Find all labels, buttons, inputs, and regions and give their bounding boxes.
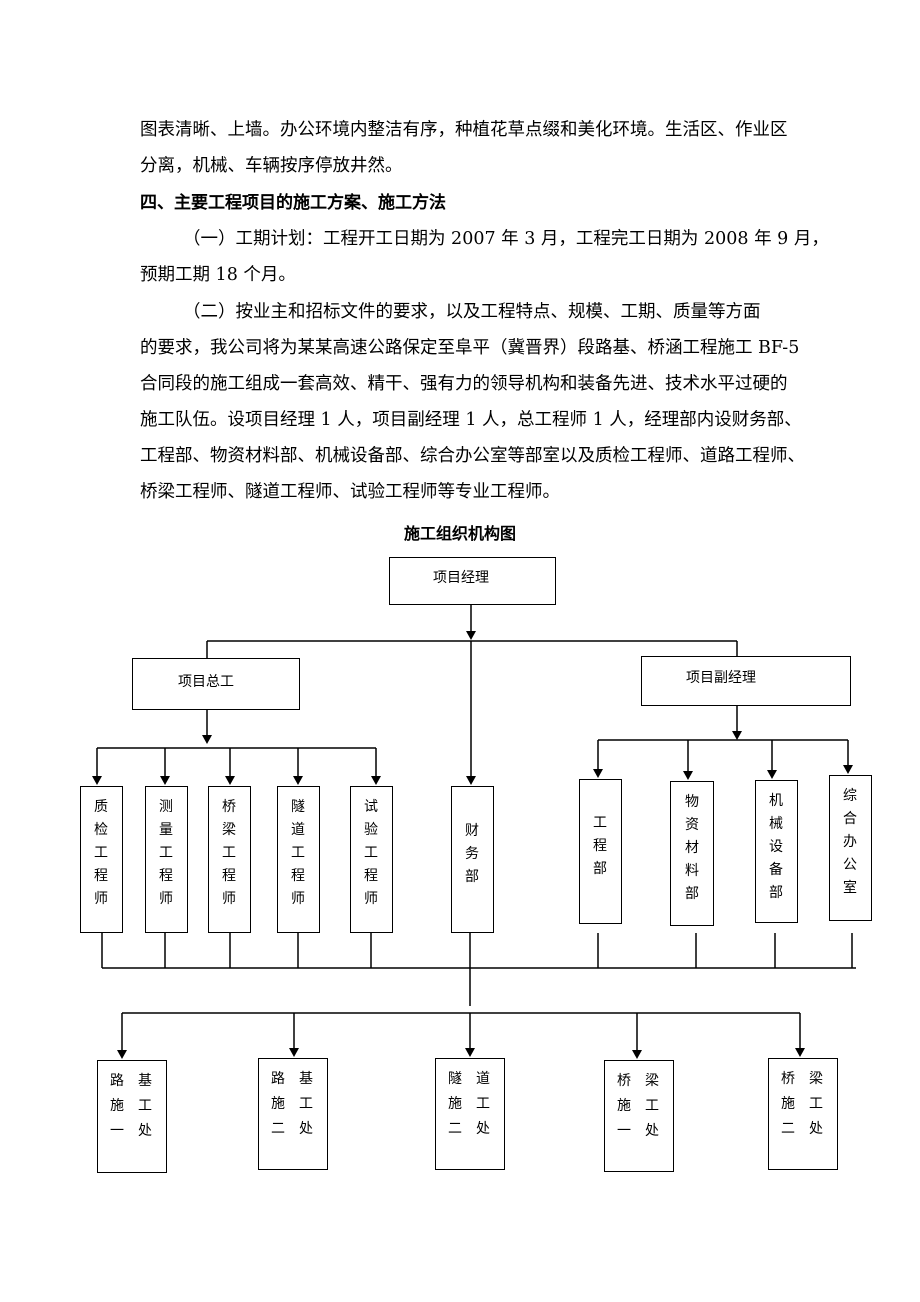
survey-engineer-box: 测量工程师 — [145, 786, 188, 933]
tunnel-engineer-label: 隧道工程师 — [291, 799, 305, 907]
general-office-box: 综合办公室 — [829, 775, 872, 921]
engineering-dept-box: 工程部 — [579, 779, 622, 924]
construction-unit-box: 隧 道 施 工 二 处 — [435, 1058, 505, 1170]
construction-unit-label: 隧 道 施 工 二 处 — [448, 1071, 490, 1137]
finance-dept-box: 财务部 — [451, 786, 494, 933]
construction-unit-box: 路 基 施 工 一 处 — [97, 1060, 167, 1173]
deputy-manager-label: 项目副经理 — [686, 670, 756, 686]
materials-dept-label: 物资材料部 — [685, 794, 699, 902]
quality-engineer-label: 质检工程师 — [94, 799, 108, 907]
deputy-manager-box: 项目副经理 — [641, 656, 851, 706]
quality-engineer-box: 质检工程师 — [80, 786, 123, 933]
paragraph-line: 分离，机械、车辆按序停放井然。 — [140, 156, 403, 176]
paragraph-line: 合同段的施工组成一套高效、精干、强有力的领导机构和装备先进、技术水平过硬的 — [140, 374, 788, 394]
construction-unit-box: 桥 梁 施 工 一 处 — [604, 1060, 674, 1172]
engineering-dept-label: 工程部 — [593, 815, 607, 877]
test-engineer-box: 试验工程师 — [350, 786, 393, 933]
survey-engineer-label: 测量工程师 — [159, 799, 173, 907]
paragraph-line: 的要求，我公司将为某某高速公路保定至阜平（冀晋界）段路基、桥涵工程施工 BF-5 — [140, 338, 800, 358]
construction-unit-label: 路 基 施 工 二 处 — [271, 1071, 313, 1137]
construction-unit-label: 桥 梁 施 工 二 处 — [781, 1071, 823, 1137]
project-manager-box: 项目经理 — [389, 557, 556, 605]
general-office-label: 综合办公室 — [843, 788, 857, 896]
paragraph-line: 工程部、物资材料部、机械设备部、综合办公室等部室以及质检工程师、道路工程师、 — [140, 446, 805, 466]
construction-unit-box: 桥 梁 施 工 二 处 — [768, 1058, 838, 1170]
construction-unit-label: 路 基 施 工 一 处 — [110, 1073, 152, 1139]
project-manager-label: 项目经理 — [433, 570, 489, 586]
paragraph-line: 预期工期 18 个月。 — [140, 265, 296, 285]
equipment-dept-box: 机械设备部 — [755, 780, 798, 923]
section-heading: 四、主要工程项目的施工方案、施工方法 — [140, 193, 446, 213]
tunnel-engineer-box: 隧道工程师 — [277, 786, 320, 933]
test-engineer-label: 试验工程师 — [364, 799, 378, 907]
paragraph-line: 桥梁工程师、隧道工程师、试验工程师等专业工程师。 — [140, 482, 560, 502]
bridge-engineer-label: 桥梁工程师 — [222, 799, 236, 907]
construction-unit-label: 桥 梁 施 工 一 处 — [617, 1073, 659, 1139]
org-chart-title: 施工组织机构图 — [403, 524, 516, 543]
equipment-dept-label: 机械设备部 — [769, 793, 783, 901]
paragraph-line: （二）按业主和招标文件的要求，以及工程特点、规模、工期、质量等方面 — [183, 302, 761, 322]
paragraph-line: 图表清晰、上墙。办公环境内整洁有序，种植花草点缀和美化环境。生活区、作业区 — [140, 120, 788, 140]
bridge-engineer-box: 桥梁工程师 — [208, 786, 251, 933]
construction-unit-box: 路 基 施 工 二 处 — [258, 1058, 328, 1170]
paragraph-line: （一）工期计划：工程开工日期为 2007 年 3 月，工程完工日期为 2008 … — [183, 229, 829, 249]
materials-dept-box: 物资材料部 — [670, 781, 714, 926]
chief-engineer-label: 项目总工 — [178, 674, 234, 690]
finance-dept-label: 财务部 — [465, 823, 479, 885]
chief-engineer-box: 项目总工 — [132, 658, 300, 710]
paragraph-line: 施工队伍。设项目经理 1 人，项目副经理 1 人，总工程师 1 人，经理部内设财… — [140, 410, 802, 430]
